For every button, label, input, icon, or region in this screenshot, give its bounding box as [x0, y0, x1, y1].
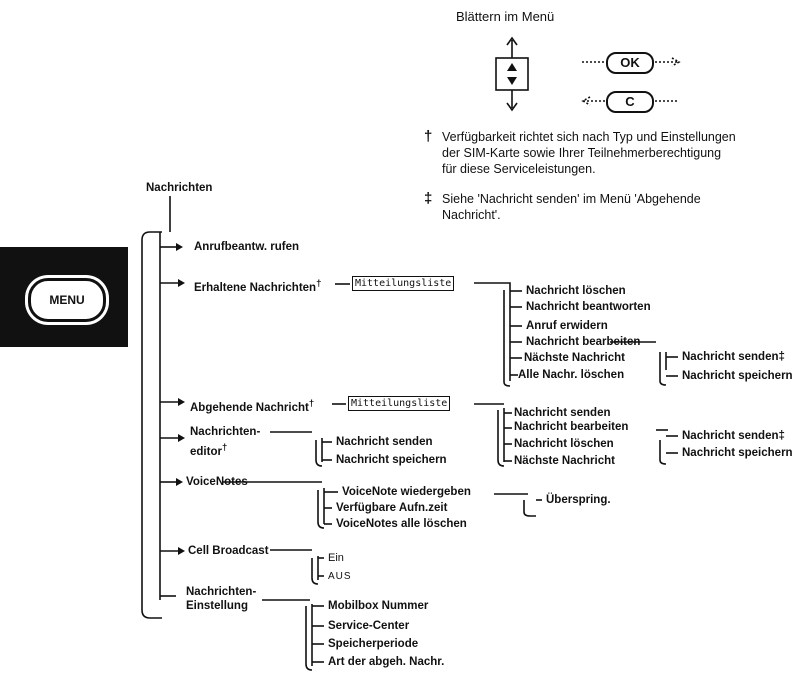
ddagger-note-line: Siehe 'Nachricht senden' im Menü 'Abgehe… [442, 192, 701, 206]
einstellung-item: Mobilbox Nummer [328, 600, 429, 612]
node-abgehende-label: Abgehende Nachricht [190, 401, 309, 414]
ok-key-icon: OK [606, 52, 654, 74]
abgehende-item: Nachricht bearbeiten [514, 421, 629, 433]
abgehende-sub-item: Nachricht senden‡ [682, 430, 785, 442]
dagger-note-line: Verfügbarkeit richtet sich nach Typ und … [442, 130, 736, 144]
erhaltene-item: Nachricht beantworten [526, 301, 651, 313]
node-editor-line1: Nachrichten- [190, 426, 261, 438]
dagger-note-line: der SIM-Karte sowie Ihrer Teilnehmerbere… [442, 146, 722, 160]
ddagger-symbol: ‡ [424, 190, 433, 207]
erhaltene-list-box: Mitteilungsliste [352, 276, 455, 291]
ddagger-note: Siehe 'Nachricht senden' im Menü 'Abgehe… [442, 191, 701, 223]
dagger-note: Verfügbarkeit richtet sich nach Typ und … [442, 129, 736, 177]
einstellung-item: Service-Center [328, 620, 410, 632]
dagger-mark: † [316, 278, 322, 289]
voicenotes-item: VoiceNotes alle löschen [336, 518, 467, 530]
abgehende-item: Nächste Nachricht [514, 455, 615, 467]
erhaltene-sub-item: Nachricht senden‡ [682, 351, 785, 363]
erhaltene-item: Nachricht löschen [526, 285, 626, 297]
node-cell-broadcast: Cell Broadcast [188, 545, 269, 557]
ddagger-note-line: Nachricht'. [442, 208, 501, 222]
dagger-mark: † [308, 398, 315, 409]
node-einstellung-line2: Einstellung [186, 600, 248, 612]
erhaltene-item: Alle Nachr. löschen [518, 369, 625, 381]
node-anrufbeantw: Anrufbeantw. rufen [194, 241, 299, 253]
editor-item: Nachricht senden [336, 436, 433, 448]
erhaltene-item: Nächste Nachricht [524, 352, 625, 364]
cell-item: AUS [328, 571, 352, 582]
node-einstellung-line1: Nachrichten- [186, 586, 257, 598]
node-erhaltene: Erhaltene Nachrichten† [194, 277, 321, 295]
c-key-icon: C [606, 91, 654, 113]
dagger-mark: † [221, 442, 228, 453]
abgehende-sub-item: Nachricht speichern [682, 447, 793, 459]
voicenotes-sub-item: Überspring. [546, 494, 611, 506]
tree-root-label: Nachrichten [146, 182, 213, 194]
node-abgehende: Abgehende Nachricht† [190, 397, 314, 415]
cell-item: Ein [328, 552, 344, 564]
legend-title: Blättern im Menü [456, 9, 555, 24]
node-erhaltene-label: Erhaltene Nachrichten [194, 281, 317, 294]
node-editor-line2: editor† [190, 441, 227, 459]
scroll-key-icon [495, 57, 529, 91]
erhaltene-item: Nachricht bearbeiten [526, 336, 641, 348]
voicenotes-item: VoiceNote wiedergeben [342, 486, 471, 498]
erhaltene-sub-item: Nachricht speichern [682, 370, 793, 382]
einstellung-item: Art der abgeh. Nachr. [328, 656, 445, 668]
abgehende-item: Nachricht senden [514, 407, 611, 419]
voicenotes-item: Verfügbare Aufn.zeit [336, 502, 448, 514]
einstellung-item: Speicherperiode [328, 638, 419, 650]
dagger-symbol: † [424, 128, 433, 145]
editor-item: Nachricht speichern [336, 454, 447, 466]
node-voicenotes: VoiceNotes [186, 476, 248, 488]
menu-key-icon: MENU [28, 278, 106, 322]
abgehende-list-box: Mitteilungsliste [348, 396, 451, 411]
node-editor-label: editor [190, 445, 222, 458]
erhaltene-item: Anruf erwidern [526, 320, 608, 332]
abgehende-item: Nachricht löschen [514, 438, 614, 450]
dagger-note-line: für diese Serviceleistungen. [442, 162, 596, 176]
